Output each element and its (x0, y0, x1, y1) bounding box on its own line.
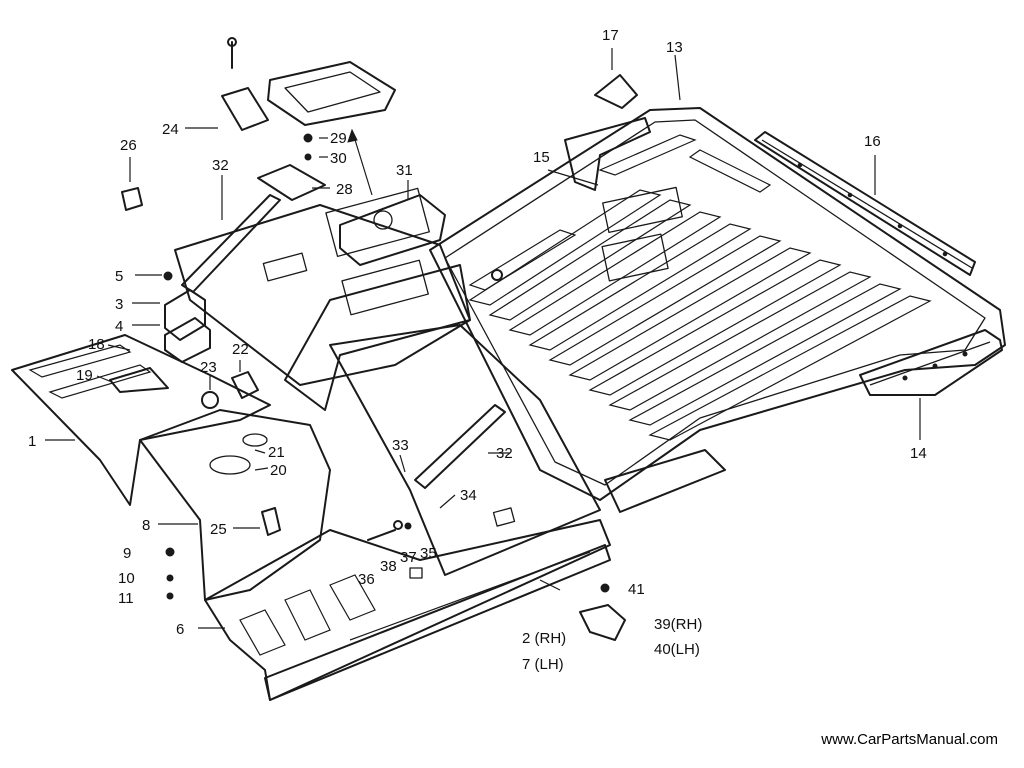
callout-2: 2 (RH) (522, 630, 566, 647)
plug-25 (261, 507, 281, 536)
callout-17: 17 (602, 27, 619, 44)
callout-25: 25 (210, 521, 227, 538)
callout-9: 9 (123, 545, 131, 562)
bracket-24 (221, 87, 269, 131)
bump-stop-22 (231, 371, 259, 399)
rear-floor-ribs (468, 134, 932, 441)
bolt-29 (303, 133, 313, 143)
callout-35: 35 (420, 545, 437, 562)
brace-32-right (414, 404, 506, 489)
callout-32-left: 32 (212, 157, 229, 174)
callout-37: 37 (400, 549, 417, 566)
callout-4: 4 (115, 318, 123, 335)
bolt-36 (367, 529, 396, 541)
nut-35 (404, 522, 412, 530)
rear-floor-panel (429, 107, 1006, 501)
watermark: www.CarPartsManual.com (821, 731, 998, 748)
clip-17 (594, 74, 638, 109)
callout-21: 21 (268, 444, 285, 461)
callout-11: 11 (118, 590, 134, 607)
part-19 (109, 367, 169, 393)
callout-8: 8 (142, 517, 150, 534)
bolt-9 (165, 547, 175, 557)
callout-14: 14 (910, 445, 927, 462)
callout-5: 5 (115, 268, 123, 285)
callout-29: 29 (330, 130, 347, 147)
callout-6: 6 (176, 621, 184, 638)
callout-38: 38 (380, 558, 397, 575)
fastener-center (491, 269, 503, 281)
callout-3: 3 (115, 296, 123, 313)
callout-33: 33 (392, 437, 409, 454)
callout-10: 10 (118, 570, 135, 587)
lid-knob (373, 210, 393, 230)
bolt-41 (600, 583, 610, 593)
nut-11 (166, 592, 174, 600)
callout-22: 22 (232, 341, 249, 358)
callout-16: 16 (864, 133, 881, 150)
rear-cross-member (859, 329, 1003, 396)
rear-corner-extension (604, 449, 726, 513)
callout-20: 20 (270, 462, 287, 479)
pad-38 (409, 567, 423, 579)
callout-24: 24 (162, 121, 179, 138)
mount-blocks (164, 289, 211, 363)
front-floor-left (11, 334, 271, 506)
callout-41: 41 (628, 581, 645, 598)
callout-30: 30 (330, 150, 347, 167)
side-sill (264, 544, 611, 701)
callout-26: 26 (120, 137, 137, 154)
washer-30 (304, 153, 312, 161)
front-floor-center (174, 187, 471, 386)
callout-32-right: 32 (496, 445, 513, 462)
callout-23: 23 (200, 359, 217, 376)
callout-39: 39(RH) (654, 616, 702, 633)
bolt-5 (163, 271, 173, 281)
inspection-pan (267, 61, 396, 126)
grommet-26 (121, 187, 143, 211)
bracket-39-40 (579, 604, 626, 641)
callout-34: 34 (460, 487, 477, 504)
wheel-house-panel (139, 409, 331, 601)
callout-18: 18 (88, 336, 105, 353)
callout-31: 31 (396, 162, 413, 179)
callout-1: 1 (28, 433, 36, 450)
callout-7: 7 (LH) (522, 656, 564, 673)
storage-box (329, 324, 601, 576)
callout-19: 19 (76, 367, 93, 384)
front-floor-right (204, 519, 611, 701)
part-23 (201, 391, 219, 409)
plate-28 (257, 164, 326, 201)
callout-28: 28 (336, 181, 353, 198)
leader-lines (45, 48, 921, 629)
callout-labels: 1 2 (RH) 3 4 5 6 7 (LH) 8 9 10 11 13 14 … (28, 27, 927, 673)
side-rail (754, 131, 976, 276)
callout-15: 15 (533, 149, 550, 166)
washer-10 (166, 574, 174, 582)
bracket-15 (564, 117, 651, 191)
callout-13: 13 (666, 39, 683, 56)
callout-36: 36 (358, 571, 375, 588)
cross-frame (284, 264, 471, 411)
callout-40: 40(LH) (654, 641, 700, 658)
toolbox-lid (339, 194, 446, 266)
